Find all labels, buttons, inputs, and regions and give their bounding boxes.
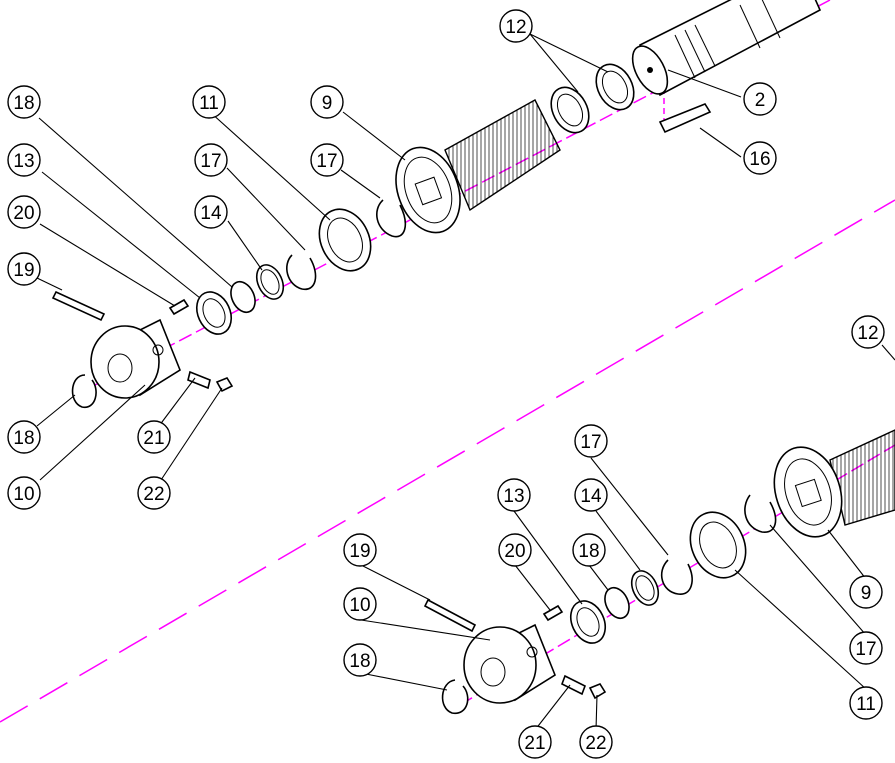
- callout-number: 21: [143, 428, 164, 449]
- callout-number: 22: [585, 733, 606, 754]
- callout-number: 18: [13, 93, 34, 114]
- callout-number: 22: [143, 484, 164, 505]
- callout-number: 9: [322, 93, 333, 114]
- callout-18: 18: [7, 85, 41, 119]
- threaded-sleeve-part: [773, 429, 895, 538]
- threaded-sleeve-part: [395, 99, 561, 234]
- callout-number: 13: [13, 151, 34, 172]
- key-part: [658, 103, 712, 134]
- callout-number: 10: [13, 484, 34, 505]
- hub-part: [90, 318, 181, 399]
- callout-18: 18: [343, 643, 377, 677]
- callout-10: 10: [343, 587, 377, 621]
- callout-19: 19: [7, 252, 41, 286]
- callout-17: 17: [310, 143, 344, 177]
- callout-21: 21: [137, 420, 171, 454]
- callout-number: 17: [316, 151, 337, 172]
- bearing-part: [318, 208, 372, 272]
- lower-assembly-parts: [423, 429, 895, 714]
- shaft-part: [631, 0, 822, 97]
- pin-part: [51, 290, 190, 322]
- callout-number: 20: [13, 203, 34, 224]
- callout-number: 11: [199, 93, 219, 114]
- callout-18: 18: [7, 420, 41, 454]
- callout-number: 16: [749, 149, 770, 170]
- callout-number: 18: [13, 428, 34, 449]
- callout-22: 22: [137, 476, 171, 510]
- callout-16: 16: [743, 141, 777, 175]
- callout-11: 11: [192, 85, 226, 119]
- upper-callouts: 12 2 16 9 11 17 17 18 13 14 20 19 18 10 …: [7, 9, 777, 510]
- set-screw-part: [187, 370, 234, 393]
- upper-assembly-parts: [51, 0, 822, 408]
- snap-ring-part: [375, 199, 407, 238]
- snap-ring-part: [744, 494, 777, 533]
- callout-number: 21: [524, 733, 545, 754]
- leader-lines: [36, 33, 895, 731]
- callout-13: 13: [7, 143, 41, 177]
- callout-9: 9: [310, 85, 344, 119]
- callout-number: 17: [200, 151, 221, 172]
- callout-number: 20: [504, 541, 525, 562]
- callout-19: 19: [343, 533, 377, 567]
- callout-number: 13: [503, 486, 524, 507]
- hub-part: [463, 623, 556, 704]
- callout-number: 18: [578, 541, 599, 562]
- callout-17: 17: [574, 424, 608, 458]
- bearing-part: [689, 511, 747, 579]
- callout-14: 14: [574, 478, 608, 512]
- callout-2: 2: [743, 82, 777, 116]
- pin-part: [423, 598, 564, 633]
- callout-14: 14: [194, 195, 228, 229]
- callout-number: 14: [200, 203, 222, 224]
- callout-20: 20: [7, 195, 41, 229]
- lower-callouts: 12 17 13 14 18 20 19 10 18 21 22 9 17 11: [343, 315, 885, 759]
- callout-20: 20: [498, 533, 532, 567]
- callout-number: 19: [13, 260, 34, 281]
- callout-number: 2: [755, 90, 766, 111]
- callout-number: 12: [857, 323, 878, 344]
- callout-number: 17: [855, 639, 876, 660]
- retaining-ring-part: [71, 374, 97, 408]
- callout-13: 13: [497, 478, 531, 512]
- callout-10: 10: [7, 476, 41, 510]
- callout-9: 9: [849, 575, 883, 609]
- callout-number: 9: [861, 583, 872, 604]
- callout-number: 12: [505, 17, 526, 38]
- callout-number: 18: [349, 651, 370, 672]
- divider-axis-line: [0, 199, 895, 723]
- callout-17: 17: [849, 631, 883, 665]
- callout-number: 14: [580, 486, 602, 507]
- callout-11: 11: [849, 686, 883, 720]
- callout-number: 19: [349, 541, 370, 562]
- washer-part: [195, 264, 285, 335]
- callout-22: 22: [579, 725, 613, 759]
- callout-12: 12: [499, 9, 533, 43]
- bearing-ring-part: [550, 63, 635, 134]
- callout-21: 21: [518, 725, 552, 759]
- retaining-ring-part: [441, 679, 469, 714]
- callout-17: 17: [194, 143, 228, 177]
- snap-ring-part: [286, 254, 317, 291]
- snap-ring-part: [660, 559, 693, 595]
- callout-number: 11: [856, 694, 876, 715]
- set-screw-part: [560, 674, 607, 700]
- callout-18: 18: [572, 533, 606, 567]
- callout-number: 10: [349, 595, 370, 616]
- washer-part: [569, 570, 660, 644]
- callout-number: 17: [580, 432, 601, 453]
- callout-12: 12: [851, 315, 885, 349]
